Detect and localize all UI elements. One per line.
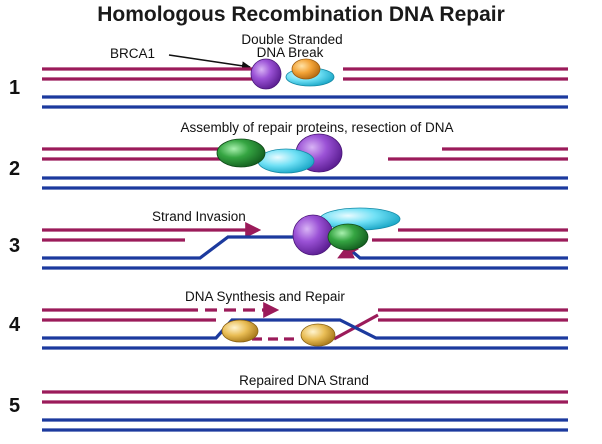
brca1-label: BRCA1 [110,46,155,61]
green-protein [216,138,266,168]
step-5: 5 Repaired DNA Strand [9,373,568,432]
purple-protein [292,214,334,256]
diagram-title: Homologous Recombination DNA Repair [97,3,505,26]
step-1-label: Double Stranded [241,32,342,47]
step-1-label-2: DNA Break [257,45,324,60]
step-5-label: Repaired DNA Strand [239,373,369,388]
step-3-number: 3 [9,235,20,257]
brca1-protein [250,58,282,90]
gold-protein-right [300,323,336,347]
brca1-pointer-arrow [168,54,251,71]
step-3-label: Strand Invasion [152,209,246,224]
step-4-label: DNA Synthesis and Repair [185,289,345,304]
step-3: 3 Strand Invasion [9,207,568,270]
step-2-label: Assembly of repair proteins, resection o… [180,120,453,135]
step-2-number: 2 [9,158,20,180]
cyan-protein [257,148,315,174]
step-4-number: 4 [9,314,21,336]
gold-protein-left [221,319,259,343]
step-3-navy-strand-displaced [42,235,568,260]
step-4-navy-strand-top [42,318,568,340]
step-5-number: 5 [9,395,20,417]
step-1: 1 Double Stranded DNA Break BRCA1 [9,32,568,109]
step-4: 4 DNA Synthesis and Repair [9,289,568,350]
green-protein [327,223,369,251]
orange-protein [291,58,321,80]
step-2: 2 Assembly of repair proteins, resection… [9,120,568,190]
step-1-number: 1 [9,77,20,99]
